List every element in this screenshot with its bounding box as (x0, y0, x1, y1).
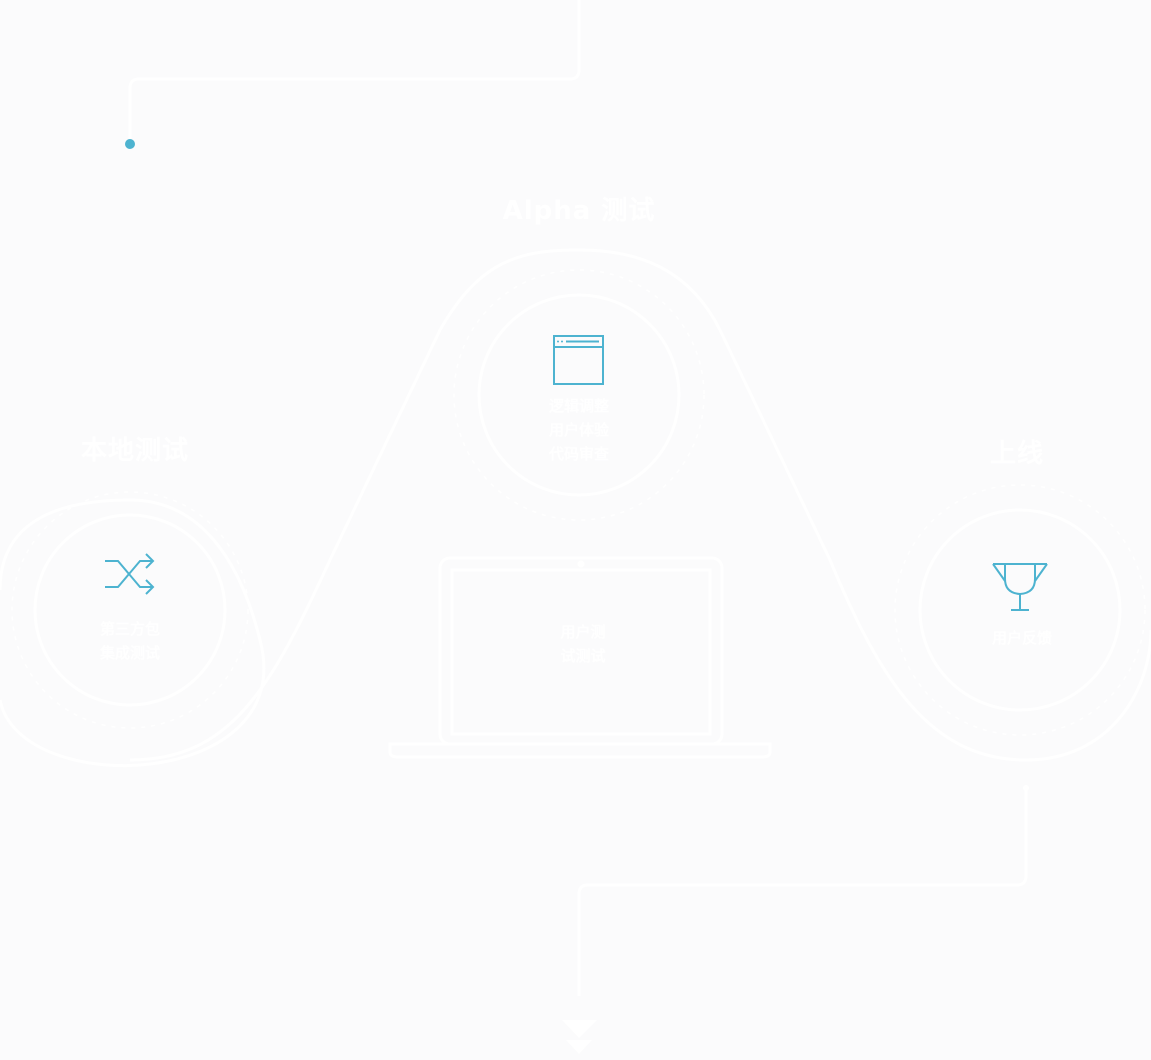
top-connector (128, 0, 581, 143)
device-line-2: 试测试 (560, 647, 606, 665)
alpha-line-1: 逻辑调整 (548, 397, 609, 415)
connector-dot (125, 139, 135, 149)
local-test-title: 本地测试 (80, 436, 189, 466)
laptop-icon (388, 556, 772, 759)
connector-end-dot (1023, 785, 1029, 791)
trophy-icon (992, 561, 1048, 613)
alpha-line-3: 代码审查 (548, 445, 609, 463)
launch-line-1: 用户反馈 (991, 629, 1052, 647)
down-arrow-icon (562, 1020, 597, 1038)
alpha-test-title: Alpha 测试 (502, 196, 656, 226)
launch-ring (918, 508, 1122, 712)
local-test-labels: 第三方包 集成测试 (70, 617, 190, 665)
browser-window-icon (553, 335, 604, 385)
alpha-ring (477, 293, 681, 497)
wave-outline (0, 248, 1151, 768)
launch-title: 上线 (989, 439, 1044, 469)
shuffle-icon (104, 551, 156, 597)
device-line-1: 用户测 (560, 623, 606, 641)
alpha-line-2: 用户体验 (548, 421, 609, 439)
alpha-test-labels: 逻辑调整 用户体验 代码审查 (519, 394, 639, 466)
local-line-2: 集成测试 (99, 644, 160, 662)
launch-labels: 用户反馈 (962, 626, 1082, 650)
local-ring (33, 513, 227, 707)
bottom-connector (577, 788, 1028, 996)
local-line-1: 第三方包 (99, 620, 160, 638)
device-test-labels: 用户测 试测试 (523, 620, 643, 668)
